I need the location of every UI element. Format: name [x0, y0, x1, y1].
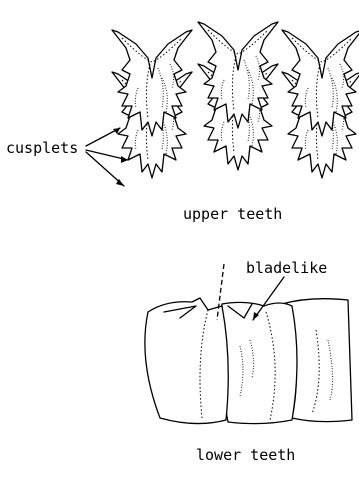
upper-teeth-label: upper teeth	[183, 205, 282, 223]
bladelike-label: bladelike	[246, 259, 327, 277]
cusplets-arrows	[86, 128, 128, 186]
lower-teeth-drawing	[145, 264, 352, 424]
cusplets-label: cusplets	[6, 139, 78, 157]
upper-teeth-drawing	[112, 22, 359, 178]
lower-teeth-label: lower teeth	[196, 446, 295, 464]
